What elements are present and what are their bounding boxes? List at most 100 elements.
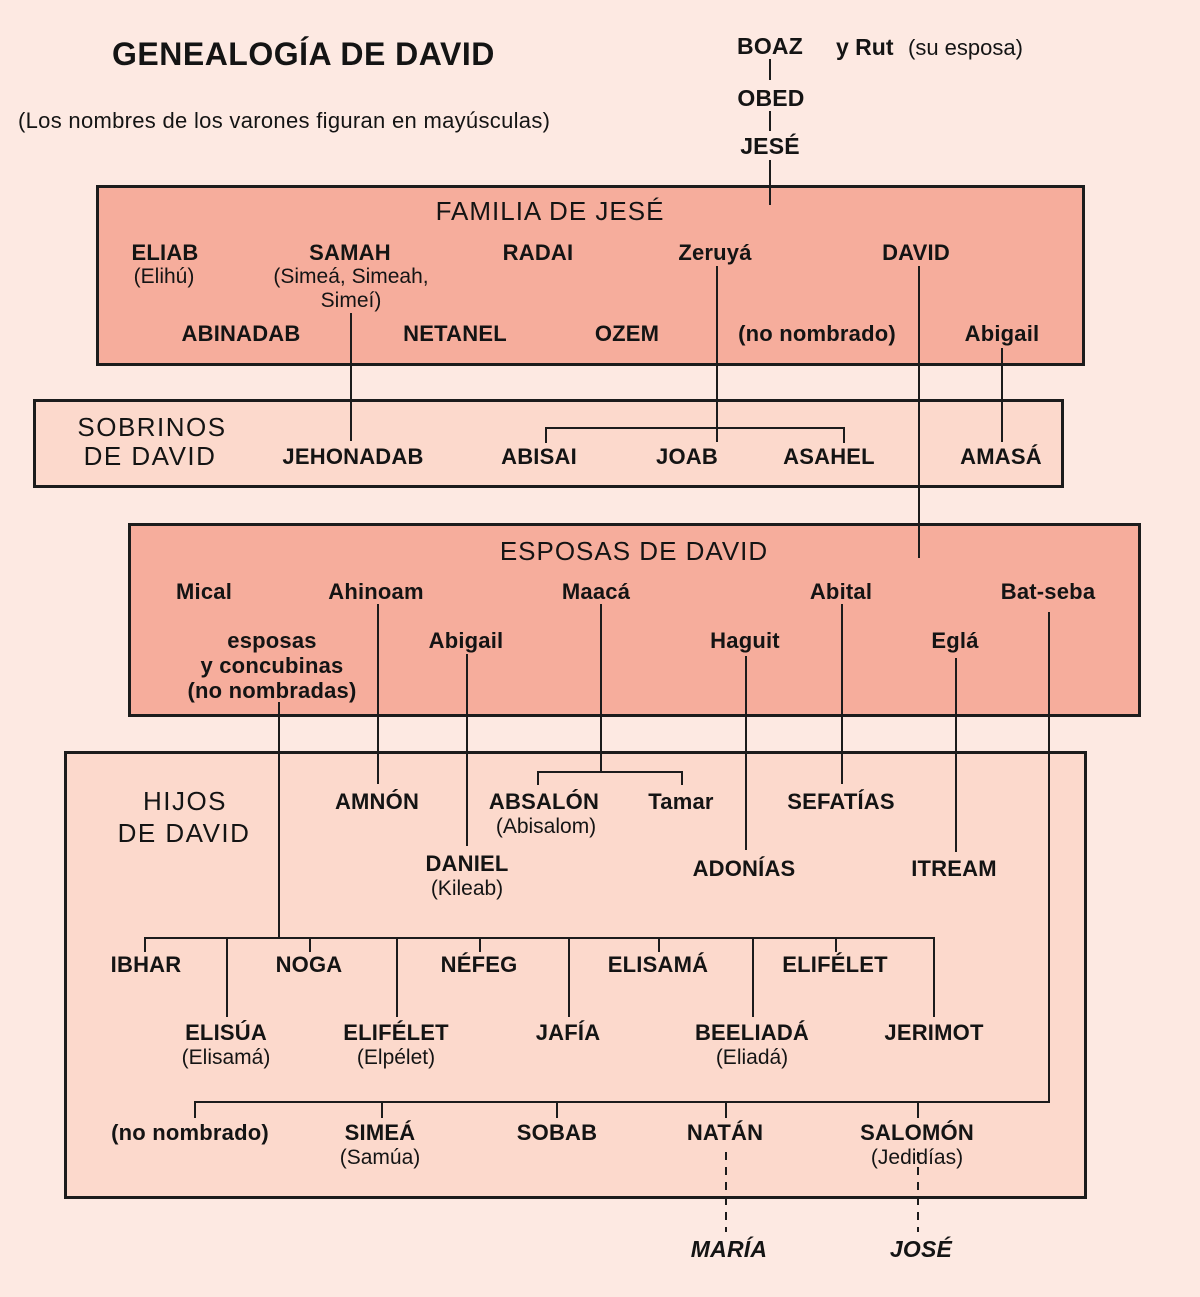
- connector-line: [545, 427, 547, 443]
- node-natan: NATÁN: [686, 1120, 764, 1145]
- connector-line: [194, 1101, 1050, 1103]
- node-netanel: NETANEL: [403, 321, 507, 346]
- connector-line: [918, 266, 920, 558]
- node-samah: SAMAH: [309, 240, 391, 265]
- node-haguit: Haguit: [710, 628, 780, 653]
- node-elifelet-1: ELIFÉLET: [782, 952, 888, 977]
- node-ahinoam: Ahinoam: [328, 579, 424, 604]
- box-esposas-de-david: [128, 523, 1141, 717]
- node-nefeg: NÉFEG: [440, 952, 518, 977]
- connector-line: [479, 937, 481, 952]
- page-title: GENEALOGÍA DE DAVID: [112, 36, 495, 72]
- connector-line: [194, 1101, 196, 1118]
- node-abisai: ABISAI: [501, 444, 577, 469]
- connector-line-dashed: [725, 1152, 727, 1232]
- connector-line: [466, 654, 468, 846]
- node-no-nombrado-hijo: (no nombrado): [111, 1120, 269, 1145]
- node-obed: OBED: [737, 85, 805, 111]
- node-noga: NOGA: [275, 952, 343, 977]
- connector-line: [396, 937, 398, 1017]
- connector-line: [835, 937, 837, 952]
- node-abigail-esposa: Abigail: [428, 628, 504, 653]
- connector-line: [658, 937, 660, 952]
- node-rut-note: (su esposa): [908, 35, 1023, 60]
- connector-line: [377, 604, 379, 784]
- node-salomon-alt: (Jedidías): [870, 1146, 964, 1169]
- connector-line: [278, 702, 280, 937]
- node-jafia: JAFÍA: [535, 1020, 601, 1045]
- node-ozem: OZEM: [594, 321, 660, 346]
- connector-line: [933, 937, 935, 1017]
- node-adonias: ADONÍAS: [692, 856, 796, 881]
- node-daniel: DANIEL: [425, 851, 509, 876]
- node-elisua: ELISÚA: [185, 1020, 267, 1045]
- connector-line: [309, 937, 311, 952]
- node-jose: JOSÉ: [889, 1236, 953, 1262]
- node-david: DAVID: [882, 240, 950, 265]
- connector-line: [769, 160, 771, 205]
- node-concubinas-2: y concubinas: [200, 653, 344, 678]
- node-abinadab: ABINADAB: [181, 321, 301, 346]
- node-beeliada-alt: (Eliadá): [715, 1046, 789, 1069]
- node-radai: RADAI: [502, 240, 574, 265]
- node-joab: JOAB: [656, 444, 718, 469]
- node-amnon: AMNÓN: [334, 789, 420, 814]
- section-label-hijos-1: HIJOS: [142, 786, 228, 816]
- connector-line: [769, 59, 771, 80]
- node-abigail-jese: Abigail: [964, 321, 1040, 346]
- page-subtitle: (Los nombres de los varones figuran en m…: [18, 108, 551, 133]
- node-itream: ITREAM: [911, 856, 997, 881]
- connector-line: [568, 937, 570, 1017]
- node-boaz: BOAZ: [737, 33, 803, 59]
- connector-line: [716, 266, 718, 442]
- node-no-nombrado-jese: (no nombrado): [738, 321, 896, 346]
- node-samah-alt1: (Simeá, Simeah,: [273, 265, 429, 288]
- node-zeruya: Zeruyá: [678, 240, 752, 265]
- box-familia-de-jese: [96, 185, 1085, 366]
- box-hijos-de-david: [64, 751, 1087, 1199]
- node-concubinas-3: (no nombradas): [187, 678, 357, 703]
- node-absalon-alt: (Abisalom): [495, 815, 597, 838]
- section-label-sobrinos-1: SOBRINOS: [77, 412, 227, 442]
- node-jerimot: JERIMOT: [884, 1020, 984, 1045]
- node-batseba: Bat-seba: [1000, 579, 1096, 604]
- box-sobrinos-de-david: [33, 399, 1064, 488]
- connector-line: [843, 427, 845, 443]
- node-maria: MARÍA: [690, 1236, 768, 1262]
- connector-line: [745, 656, 747, 850]
- connector-line: [681, 771, 683, 785]
- section-label-hijos-2: DE DAVID: [117, 818, 251, 848]
- connector-line: [955, 658, 957, 852]
- node-simea: SIMEÁ: [344, 1120, 416, 1145]
- connector-line: [537, 771, 539, 785]
- node-elifelet-2-alt: (Elpélet): [356, 1046, 436, 1069]
- section-label-sobrinos-2: DE DAVID: [83, 441, 217, 471]
- node-eliab: ELIAB: [131, 240, 199, 265]
- connector-line: [537, 771, 683, 773]
- node-sefatias: SEFATÍAS: [787, 789, 895, 814]
- connector-line: [381, 1101, 383, 1118]
- connector-line: [725, 1101, 727, 1118]
- connector-line: [556, 1101, 558, 1118]
- connector-line-dashed: [917, 1152, 919, 1232]
- node-tamar: Tamar: [648, 789, 714, 814]
- box-title-esposas: ESPOSAS DE DAVID: [499, 536, 769, 566]
- node-beeliada: BEELIADÁ: [694, 1020, 810, 1045]
- connector-line: [226, 937, 228, 1017]
- node-salomon: SALOMÓN: [860, 1120, 974, 1145]
- node-simea-alt: (Samúa): [339, 1146, 421, 1169]
- connector-line: [769, 111, 771, 131]
- node-jese: JESÉ: [740, 133, 800, 159]
- node-elisama: ELISAMÁ: [607, 952, 709, 977]
- connector-line: [144, 937, 935, 939]
- node-jehonadab: JEHONADAB: [282, 444, 424, 469]
- node-eliab-alt: (Elihú): [133, 265, 195, 288]
- connector-line: [917, 1101, 919, 1118]
- node-daniel-alt: (Kileab): [430, 877, 504, 900]
- connector-line: [545, 427, 845, 429]
- connector-line: [1048, 612, 1050, 1103]
- node-absalon: ABSALÓN: [488, 789, 600, 814]
- node-ibhar: IBHAR: [110, 952, 182, 977]
- connector-line: [600, 604, 602, 773]
